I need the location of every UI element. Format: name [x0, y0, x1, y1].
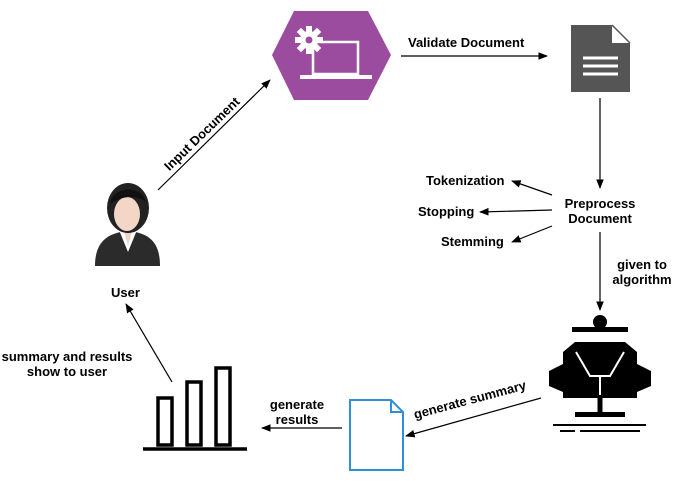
generate-results-label: generate results [262, 397, 332, 427]
preprocess-line2: Document [568, 211, 632, 226]
result-file-icon [349, 399, 404, 471]
tokenization-label: Tokenization [426, 173, 505, 188]
given-to-line1: given to [617, 257, 667, 272]
input-document-label: Input Document [161, 94, 243, 174]
arrow-algorithm-to-result-file [405, 397, 542, 438]
generate-results-line2: results [275, 412, 319, 427]
summary-results-label: summary and results show to user [0, 349, 134, 379]
bar-chart-icon [143, 366, 247, 451]
arrow-to-stopping [479, 207, 553, 216]
summary-results-line1: summary and results [1, 349, 133, 364]
given-to-line2: algorithm [612, 272, 672, 287]
user-label: User [111, 285, 140, 300]
arrow-user-to-processor [157, 79, 271, 191]
laptop-gear-hexagon-icon [272, 11, 391, 100]
stopping-label: Stopping [418, 204, 475, 219]
validate-document-label: Validate Document [408, 35, 525, 50]
stemming-label: Stemming [441, 234, 504, 249]
user-avatar-icon [95, 183, 160, 266]
given-to-algorithm-label: given to algorithm [607, 257, 677, 287]
summary-results-line2: show to user [26, 364, 108, 379]
generate-summary-label: generate summary [412, 377, 528, 422]
arrow-to-tokenization [511, 180, 553, 196]
preprocess-line1: Preprocess [564, 196, 636, 211]
arrow-to-stemming [511, 225, 553, 243]
preprocess-document-label: Preprocess Document [560, 196, 640, 226]
generate-results-line1: generate [269, 397, 325, 412]
algorithm-robot-icon [549, 315, 651, 432]
arrow-chart-to-user [125, 303, 173, 383]
document-icon [571, 24, 631, 92]
